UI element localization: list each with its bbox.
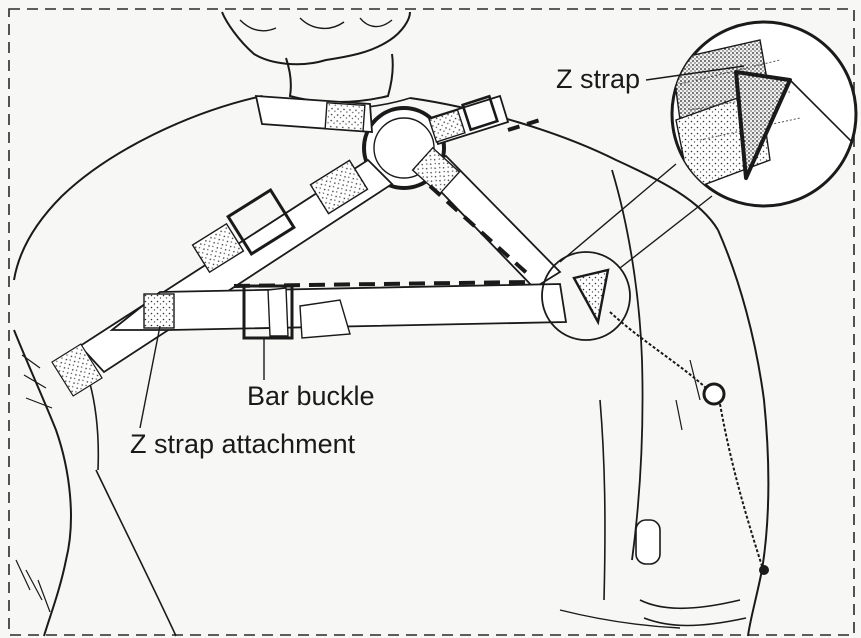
cord-end [759, 565, 769, 575]
hair-curls [240, 18, 392, 31]
hand-grip [636, 520, 660, 564]
cord-lower [720, 404, 762, 566]
label-bar-buckle: Bar buckle [247, 383, 375, 410]
z-strap-triangle-small [574, 270, 608, 322]
strap-patch [325, 103, 365, 132]
strap-loop [268, 288, 288, 336]
label-z-strap-attachment: Z strap attachment [130, 431, 355, 458]
label-z-strap: Z strap [556, 66, 640, 93]
collar [286, 54, 393, 102]
right-arm-outer [718, 230, 768, 636]
left-arm-wrinkles [16, 355, 52, 612]
right-arm-wrinkles [676, 360, 700, 430]
shirt-fold-right [600, 400, 605, 600]
cord-upper [610, 312, 706, 388]
hair-outline [222, 12, 410, 64]
shirt-fold-left [96, 470, 176, 636]
right-arm-inner [612, 170, 643, 560]
cord-ring [704, 384, 724, 404]
waist-line [560, 610, 680, 628]
z-strap-attachment-patch [144, 294, 174, 328]
wrist-cuff [640, 600, 746, 626]
